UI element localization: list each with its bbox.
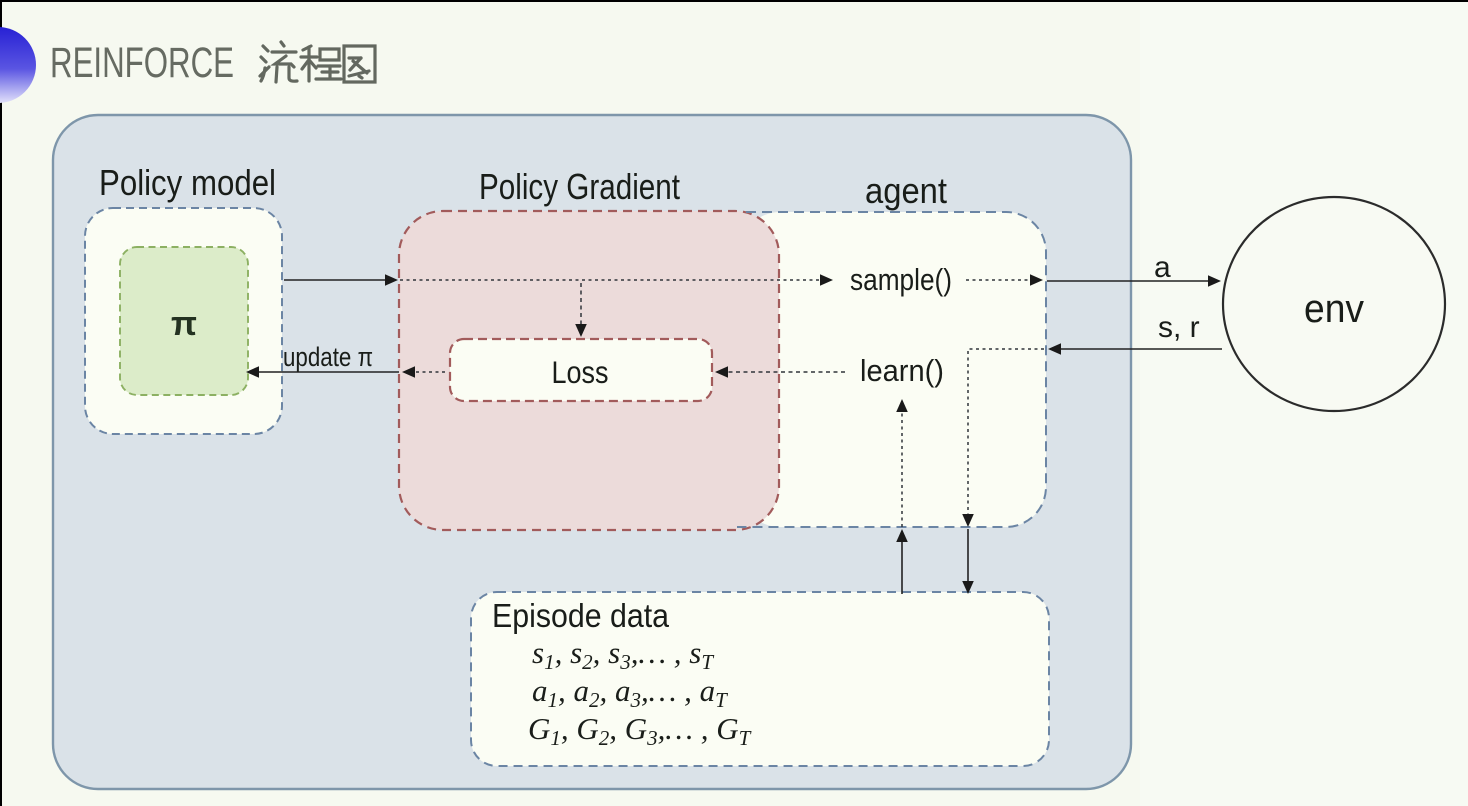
svg-text:s, r: s, r [1158,311,1200,344]
svg-text:a: a [1154,251,1171,284]
svg-text:G1, G2, G3,… , GT: G1, G2, G3,… , GT [528,711,752,750]
svg-text:Policy model: Policy model [99,162,276,203]
svg-text:learn(): learn() [860,353,944,388]
svg-text:env: env [1304,287,1364,331]
svg-text:Loss: Loss [552,354,609,390]
svg-text:Policy Gradient: Policy Gradient [479,166,680,207]
svg-text:a1, a2, a3,… , aT: a1, a2, a3,… , aT [532,673,728,712]
svg-text:π: π [171,305,197,343]
svg-text:agent: agent [865,170,947,211]
svg-text:update π: update π [283,342,373,372]
svg-text:Episode data: Episode data [492,597,670,634]
svg-text:REINFORCE: REINFORCE [50,40,234,87]
svg-text:sample(): sample() [850,262,952,297]
